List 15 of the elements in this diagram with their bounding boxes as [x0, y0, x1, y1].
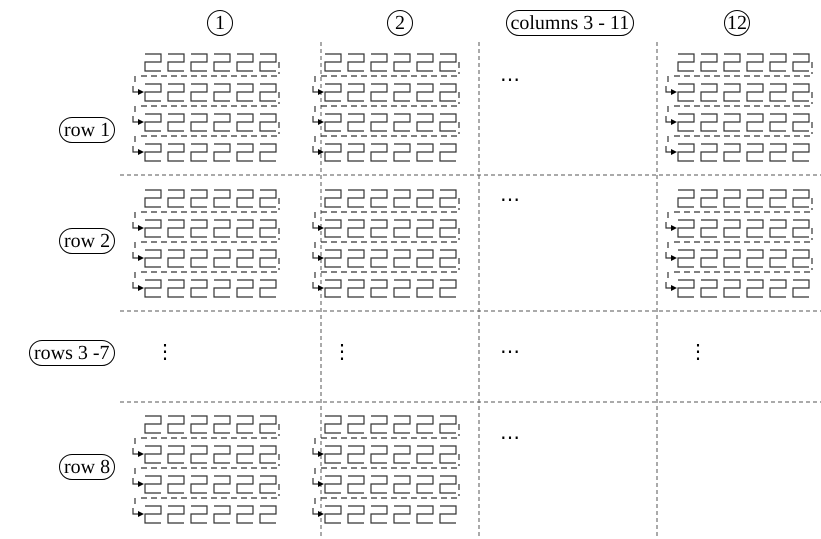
column-number: 2: [387, 10, 413, 36]
row-label: row 1: [59, 117, 116, 143]
column-number: 12: [724, 10, 750, 36]
column-label: columns 3 - 11: [506, 10, 634, 36]
row-label: row 2: [59, 228, 116, 254]
ellipsis-mark: ⋯: [500, 70, 520, 90]
ellipsis-mark: ⋯: [500, 428, 520, 448]
ellipsis-mark: ⋮: [332, 342, 352, 362]
row-label: rows 3 -7: [29, 340, 115, 366]
ellipsis-mark: ⋯: [500, 342, 520, 362]
column-number: 1: [207, 10, 233, 36]
ellipsis-mark: ⋯: [500, 190, 520, 210]
ellipsis-mark: ⋮: [688, 342, 708, 362]
ellipsis-mark: ⋮: [155, 342, 175, 362]
row-label: row 8: [59, 454, 116, 480]
